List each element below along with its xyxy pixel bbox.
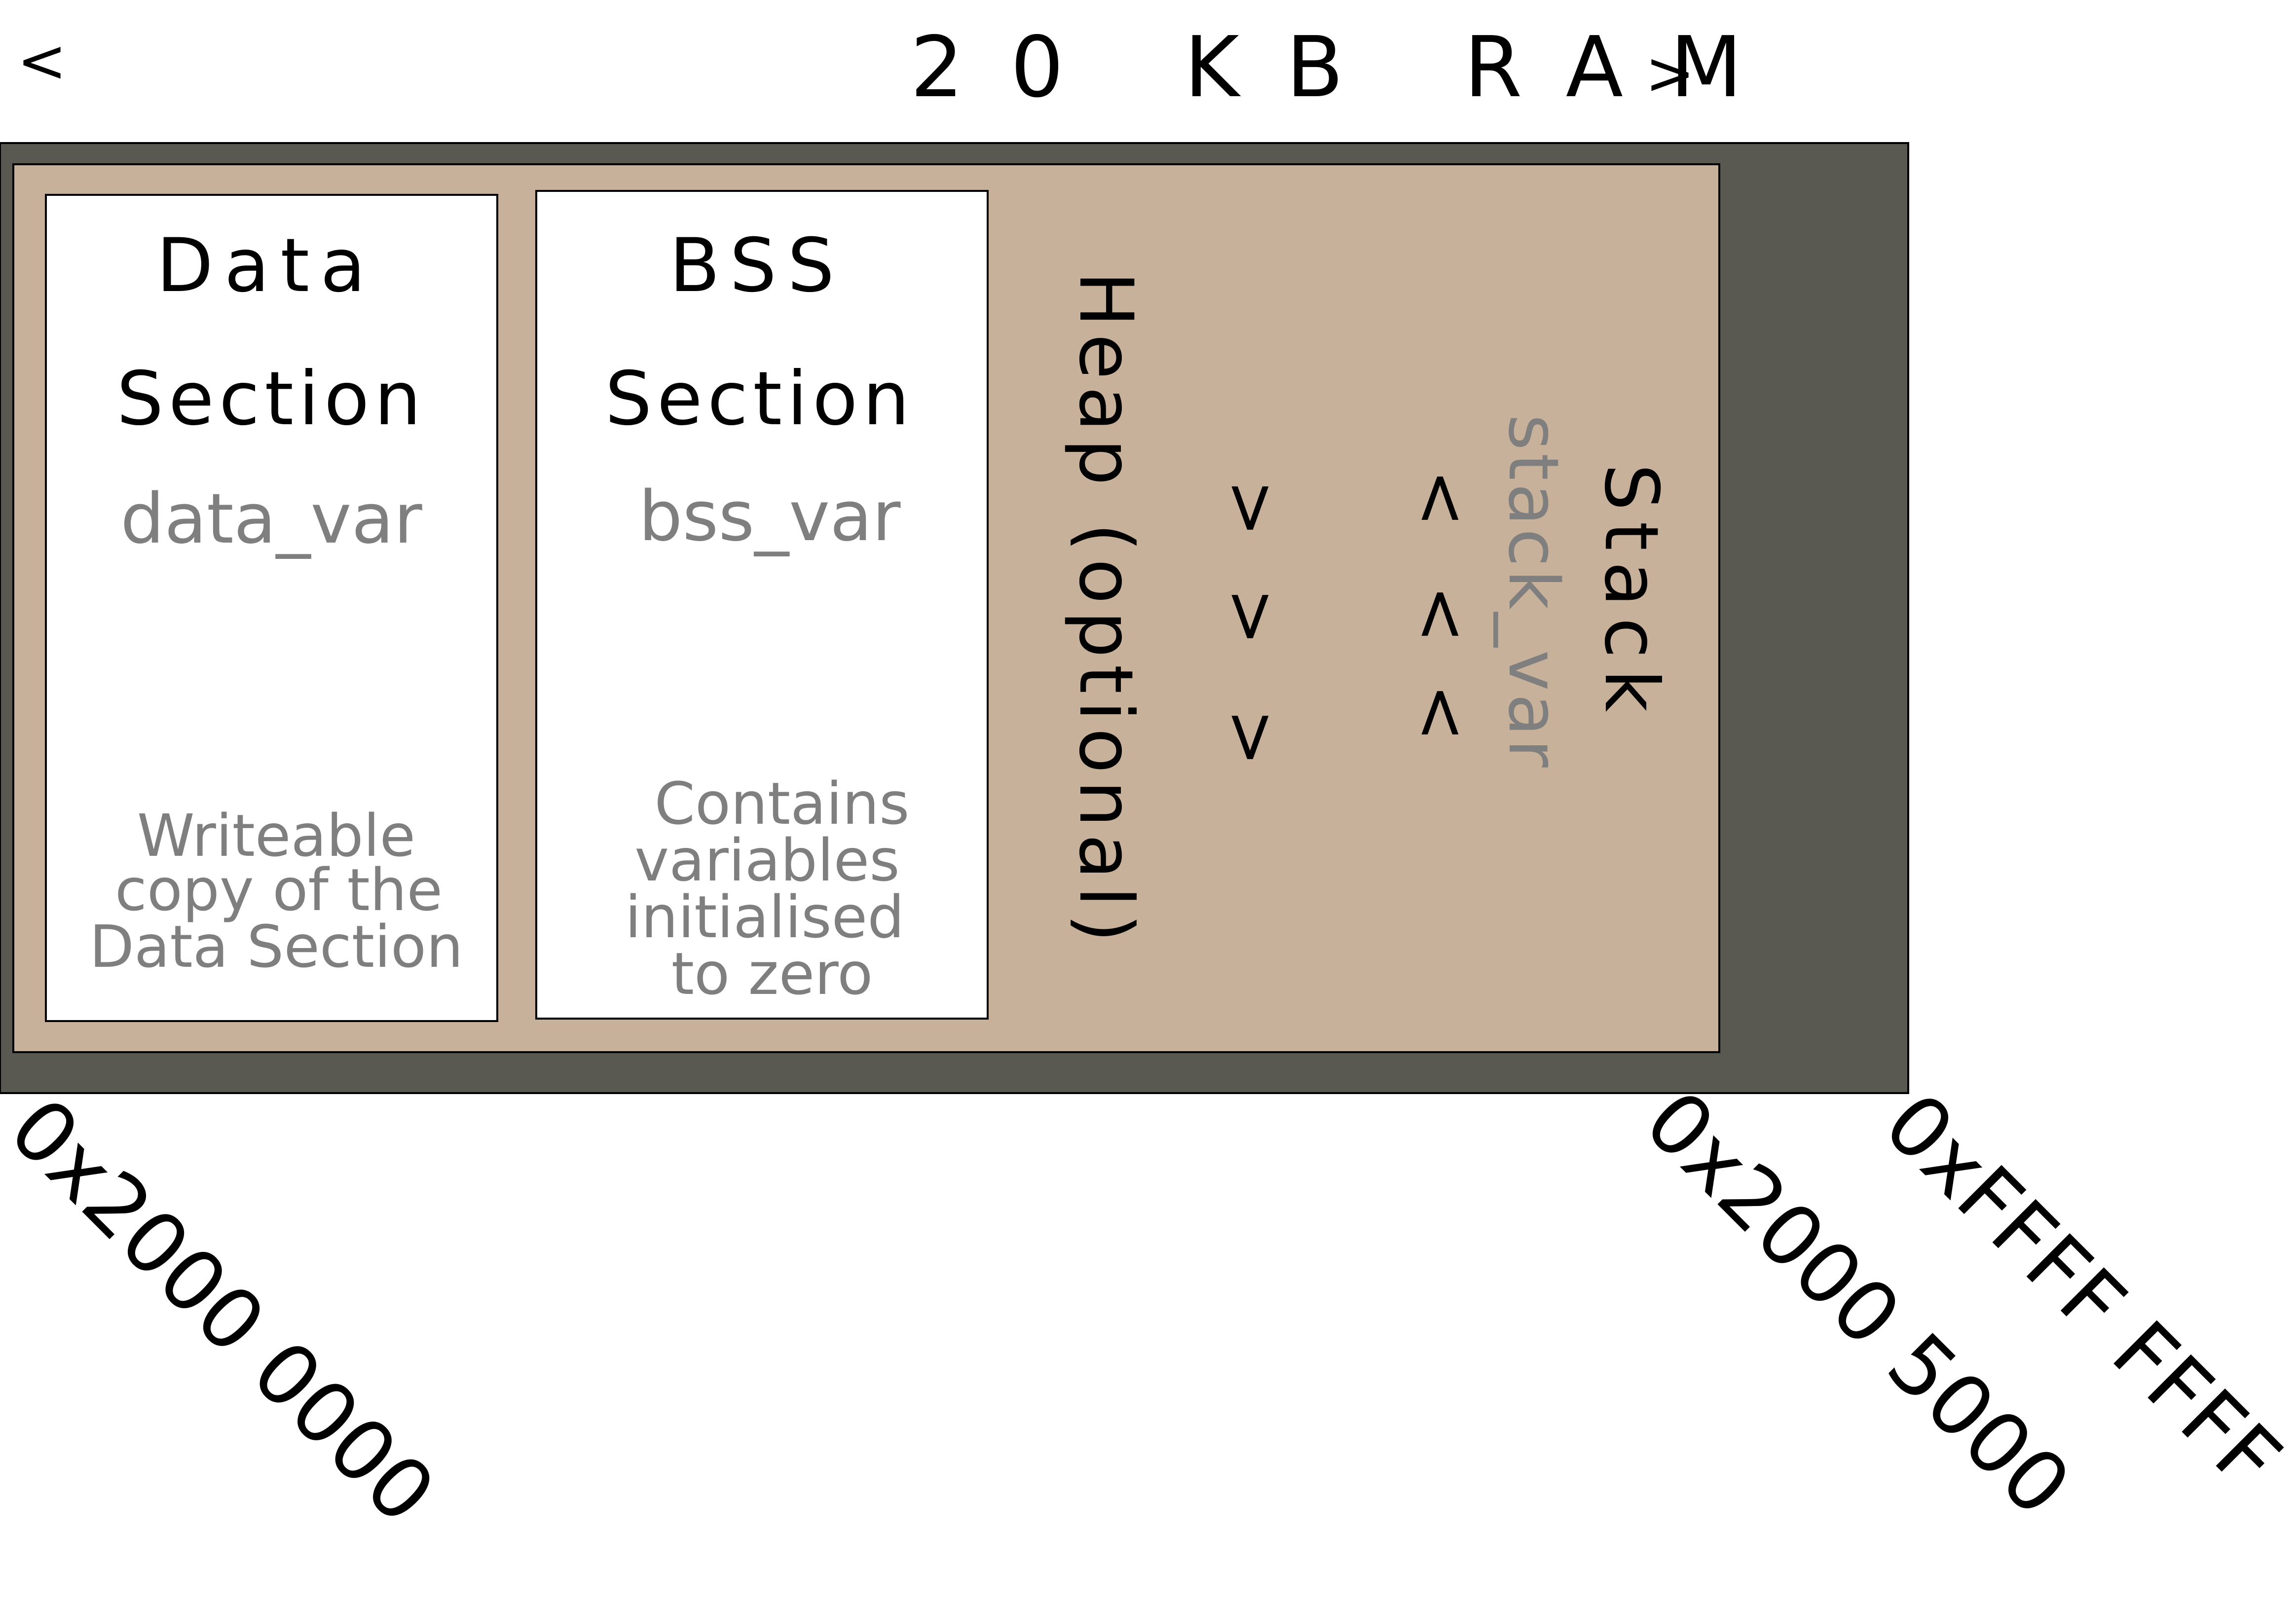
bss-section-box — [535, 190, 989, 1020]
header-right-arrow: > — [1645, 39, 1695, 108]
heap-arrow-2: > — [1212, 587, 1292, 645]
heap-arrow-1: > — [1212, 479, 1292, 537]
bss-section-title-line1: BSS — [669, 223, 846, 309]
data-section-variable: data_var — [120, 479, 422, 559]
data-section-note-line3: Data Section — [89, 913, 463, 981]
bss-section: BSS Section bss_var Contains variables i… — [535, 190, 989, 1020]
bss-section-note-line2: variables — [634, 826, 900, 894]
stack-label: Stack — [1588, 464, 1674, 723]
stack-arrow-2: < — [1402, 585, 1482, 643]
data-section-box — [45, 194, 498, 1022]
bss-section-variable: bss_var — [639, 476, 901, 557]
heap-label: Heap (optional) — [1063, 271, 1148, 950]
data-section: Data Section data_var Writeable copy of … — [45, 194, 498, 1022]
stack-growth-arrows: < < < — [1402, 469, 1482, 741]
address-ram-start: 0x2000 0000 — [0, 1080, 453, 1542]
heap-arrow-3: > — [1212, 708, 1292, 766]
stack-arrow-1: < — [1402, 469, 1482, 527]
data-section-note-line2: copy of the — [115, 856, 443, 924]
address-ram-end: 0x2000 5000 — [1626, 1072, 2089, 1535]
header-left-arrow: < — [17, 27, 67, 96]
data-section-title-line1: Data — [156, 223, 376, 309]
data-section-title-line2: Section — [116, 356, 426, 442]
bss-section-note-line4: to zero — [671, 940, 873, 1008]
heap-growth-arrows: > > > — [1212, 479, 1292, 766]
bss-section-note-line1: Contains — [655, 769, 910, 838]
stack-arrow-3: < — [1402, 684, 1482, 741]
header-title: 20 KB RAM — [910, 19, 1789, 116]
bss-section-note-line3: initialised — [625, 883, 904, 951]
data-section-note-line1: Writeable — [137, 802, 415, 870]
stack-variable: stack_var — [1493, 414, 1573, 770]
bss-section-title-line2: Section — [605, 356, 914, 442]
